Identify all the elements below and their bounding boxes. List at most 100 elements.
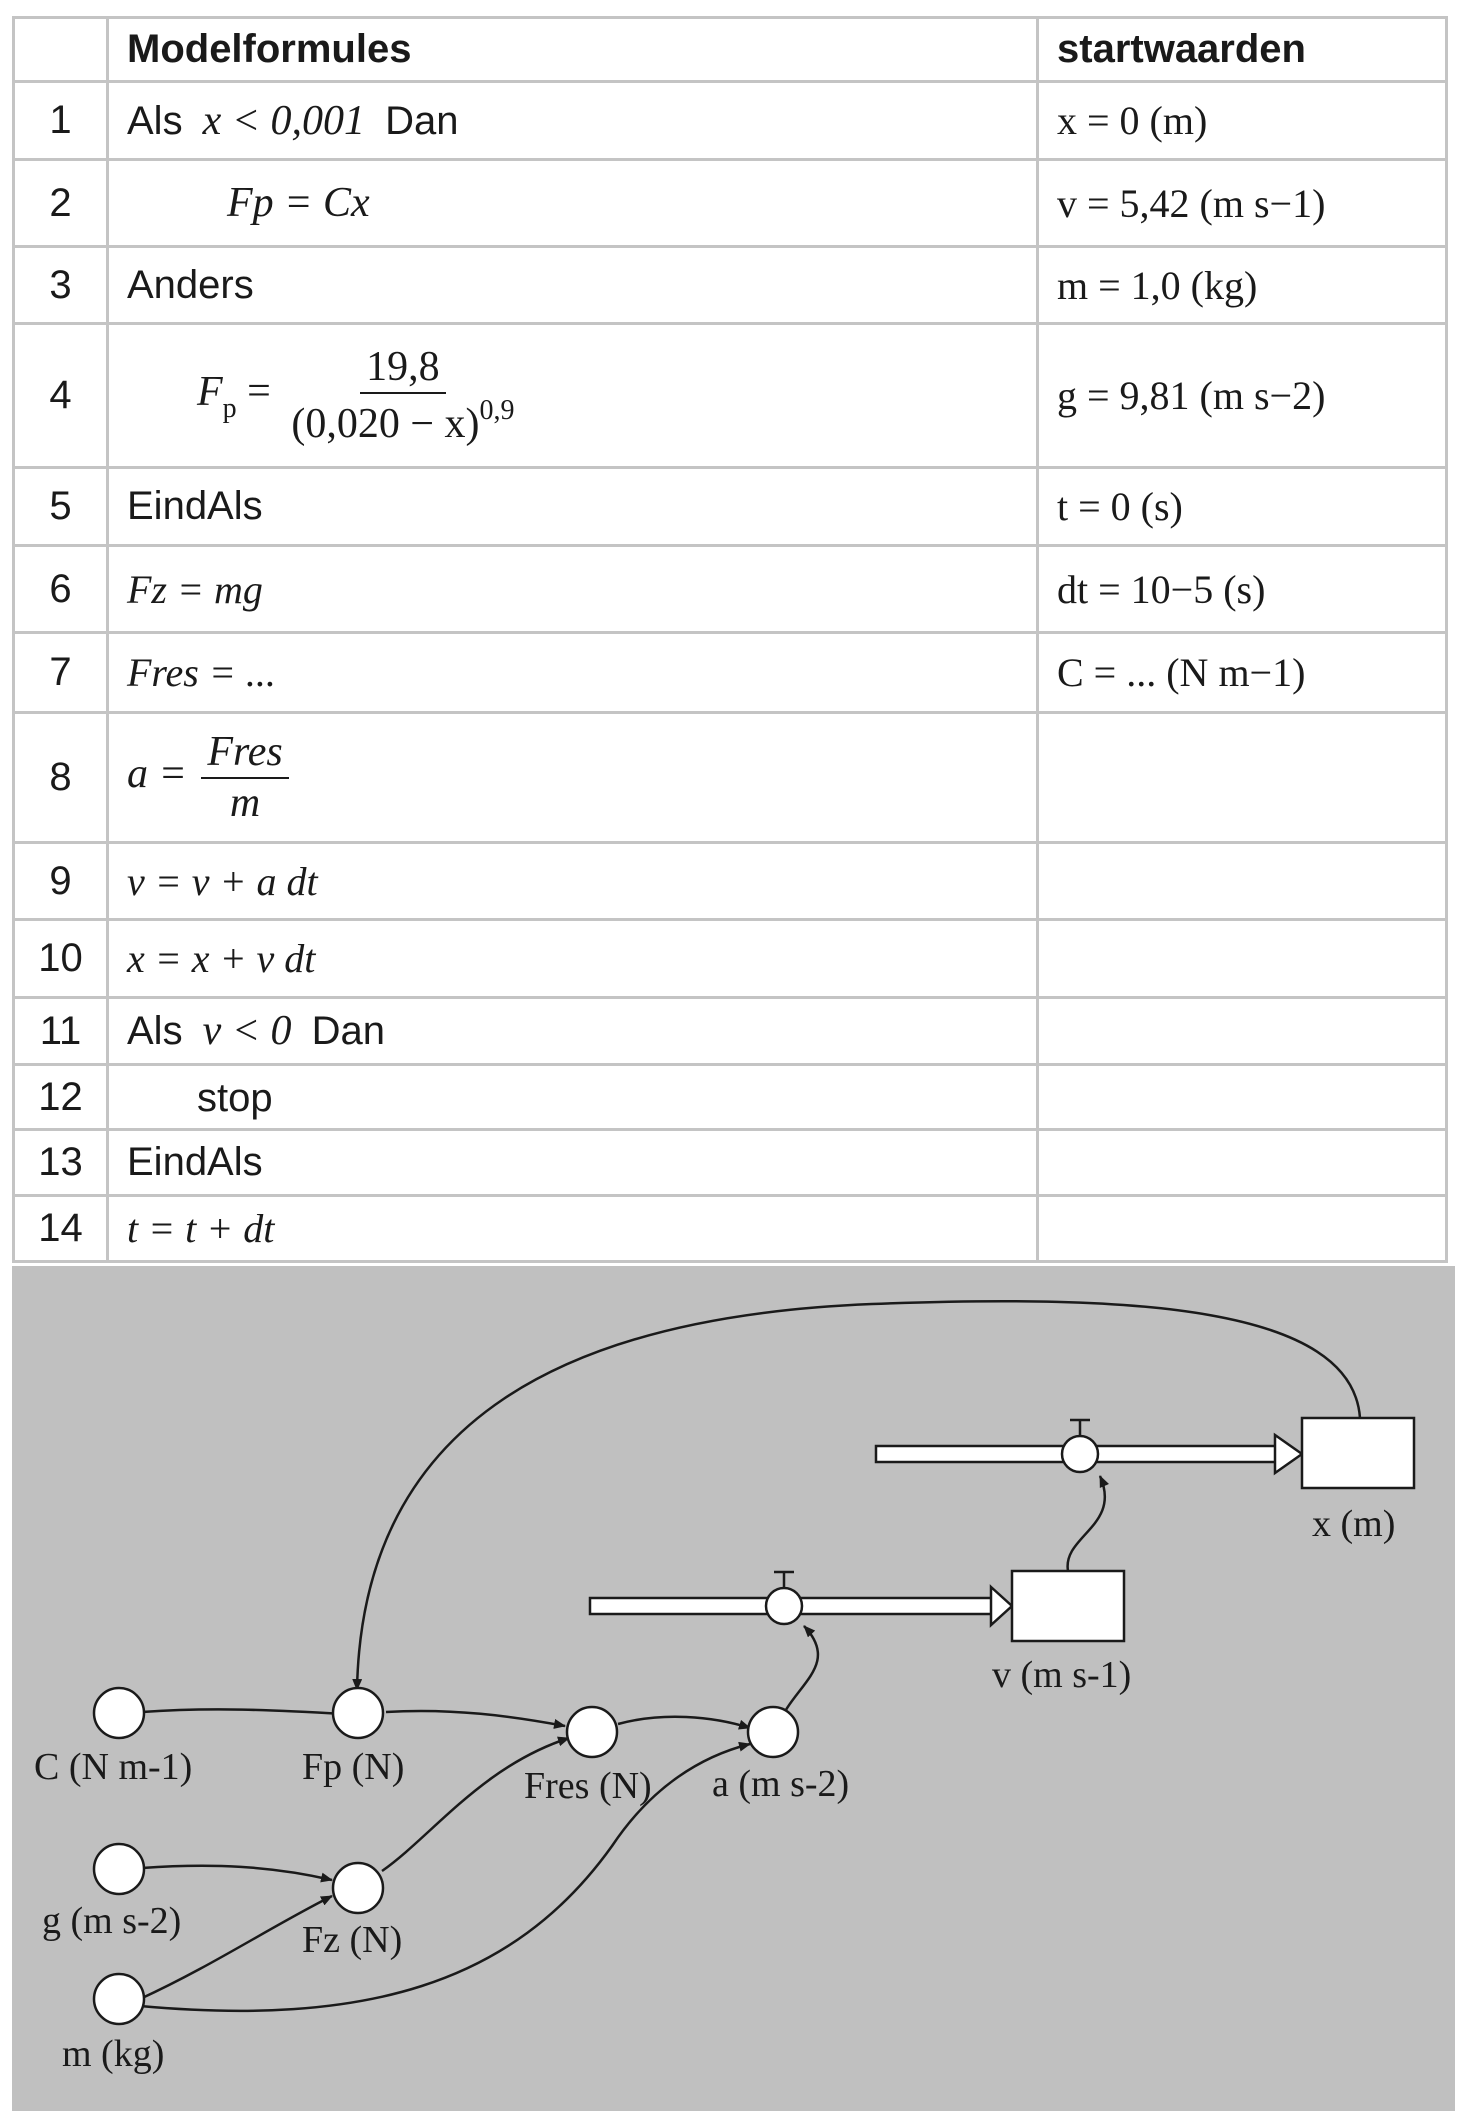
formula-fp-linear: Fp = Cx	[227, 180, 370, 226]
formula-cell: EindAls	[106, 1128, 1039, 1197]
valve-icon	[1060, 1434, 1100, 1474]
formula-cell: t = t + dt	[106, 1194, 1039, 1263]
startvalue-cell	[1036, 841, 1448, 921]
link-m-fz	[139, 1894, 333, 2001]
startvalue-cell: v = 5,42 (m s−1)	[1036, 158, 1448, 248]
row-number: 12	[12, 1063, 109, 1131]
startvalue-cell: C = ... (N m−1)	[1036, 631, 1448, 714]
model-table: Modelformules startwaarden 1 Als x < 0,0…	[12, 16, 1448, 1263]
stock-v	[1010, 1569, 1126, 1643]
formula-cell: Als x < 0,001 Dan	[106, 80, 1039, 161]
connectors	[139, 1299, 1362, 2013]
startvalue-cell: g = 9,81 (m s−2)	[1036, 322, 1448, 469]
fraction-numerator: Fres	[201, 730, 289, 779]
node-a	[746, 1705, 800, 1759]
row-number: 14	[12, 1194, 109, 1263]
row-number: 8	[12, 711, 109, 844]
startvalue-cell	[1036, 711, 1448, 844]
node-fres	[565, 1705, 619, 1759]
fraction: 19,8 (0,020 − x)0,9	[285, 345, 520, 445]
row-number: 7	[12, 631, 109, 714]
keyword-als: Als	[127, 1009, 183, 1053]
startvalue-cell: x = 0 (m)	[1036, 80, 1448, 161]
keyword-stop: stop	[197, 1075, 273, 1120]
header-startwaarden: startwaarden	[1036, 16, 1448, 83]
startvalue-cell: t = 0 (s)	[1036, 466, 1448, 547]
startvalue-cell	[1036, 996, 1448, 1066]
label-g: g (m s-2)	[42, 1900, 181, 1942]
row-number: 6	[12, 544, 109, 634]
node-m	[92, 1972, 146, 2026]
startvalue-cell	[1036, 918, 1448, 999]
link-v-valve-x	[1066, 1475, 1109, 1572]
table-row: 14 t = t + dt	[12, 1194, 1448, 1263]
startvalue-cell: dt = 10−5 (s)	[1036, 544, 1448, 634]
label-a: a (m s-2)	[712, 1763, 849, 1805]
flow-pipe-x	[874, 1418, 1305, 1476]
label-v: v (m s-1)	[992, 1654, 1131, 1696]
link-fp-fres	[385, 1709, 566, 1729]
row-number: 11	[12, 996, 109, 1066]
link-g-fz	[141, 1864, 333, 1883]
link-m-a	[139, 1741, 751, 2013]
formula-cell: Anders	[106, 245, 1039, 325]
label-m: m (kg)	[62, 2033, 164, 2075]
label-fz: Fz (N)	[302, 1919, 402, 1961]
row-number: 5	[12, 466, 109, 547]
table-row: 2 Fp = Cx v = 5,42 (m s−1)	[12, 158, 1448, 248]
row-number: 3	[12, 245, 109, 325]
formula-cell: a = Fres m	[106, 711, 1039, 844]
formula-cell: Fres = ...	[106, 631, 1039, 714]
model-diagram: C (N m-1) Fp (N) Fres (N) a (m s-2) g (m…	[12, 1266, 1455, 2111]
condition-expr: x < 0,001	[202, 97, 366, 144]
link-fres-a	[617, 1715, 751, 1730]
link-x-fp	[352, 1299, 1362, 1691]
stock-x	[1300, 1416, 1416, 1490]
row-number: 10	[12, 918, 109, 999]
keyword-dan: Dan	[311, 1009, 385, 1053]
formula-cell: Fz = mg	[106, 544, 1039, 634]
table-row: 6 Fz = mg dt = 10−5 (s)	[12, 544, 1448, 634]
startvalue-cell	[1036, 1194, 1448, 1263]
node-fz	[331, 1861, 385, 1915]
fraction-numerator: 19,8	[360, 345, 446, 394]
table-row: 3 Anders m = 1,0 (kg)	[12, 245, 1448, 325]
row-number: 2	[12, 158, 109, 248]
link-c-fp	[141, 1708, 345, 1719]
label-fres: Fres (N)	[524, 1765, 652, 1807]
table-row: 9 v = v + a dt	[12, 841, 1448, 921]
node-g	[92, 1842, 146, 1896]
row-number: 13	[12, 1128, 109, 1197]
row-number: 9	[12, 841, 109, 921]
table-row: 1 Als x < 0,001 Dan x = 0 (m)	[12, 80, 1448, 161]
table-row: 8 a = Fres m	[12, 711, 1448, 844]
startvalue-cell: m = 1,0 (kg)	[1036, 245, 1448, 325]
table-row: 12 stop	[12, 1063, 1448, 1131]
row-number: 4	[12, 322, 109, 469]
label-c: C (N m-1)	[34, 1746, 192, 1788]
link-fz-fres	[381, 1736, 570, 1873]
fraction: Fres m	[201, 730, 289, 826]
table-row: 10 x = x + v dt	[12, 918, 1448, 999]
table-header-row: Modelformules startwaarden	[12, 16, 1448, 83]
fraction-denominator: m	[229, 779, 261, 826]
fraction-denominator: (0,020 − x)	[291, 400, 480, 447]
table-row: 4 Fp = 19,8 (0,020 − x)0,9 g = 9,81 (m s…	[12, 322, 1448, 469]
formula-cell: Fp = Cx	[106, 158, 1039, 248]
label-fp: Fp (N)	[302, 1746, 404, 1788]
keyword-dan: Dan	[385, 98, 459, 143]
formula-cell: v = v + a dt	[106, 841, 1039, 921]
startvalue-cell	[1036, 1128, 1448, 1197]
table-row: 7 Fres = ... C = ... (N m−1)	[12, 631, 1448, 714]
formula-cell: stop	[106, 1063, 1039, 1131]
header-modelformules: Modelformules	[106, 16, 1039, 83]
keyword-als: Als	[127, 98, 183, 143]
formula-cell: x = x + v dt	[106, 918, 1039, 999]
table-row: 13 EindAls	[12, 1128, 1448, 1197]
formula-cell: EindAls	[106, 466, 1039, 547]
exponent: 0,9	[479, 394, 515, 426]
row-number: 1	[12, 80, 109, 161]
formula-cell: Fp = 19,8 (0,020 − x)0,9	[106, 322, 1039, 469]
flow-pipe-v	[588, 1570, 1014, 1628]
startvalue-cell	[1036, 1063, 1448, 1131]
